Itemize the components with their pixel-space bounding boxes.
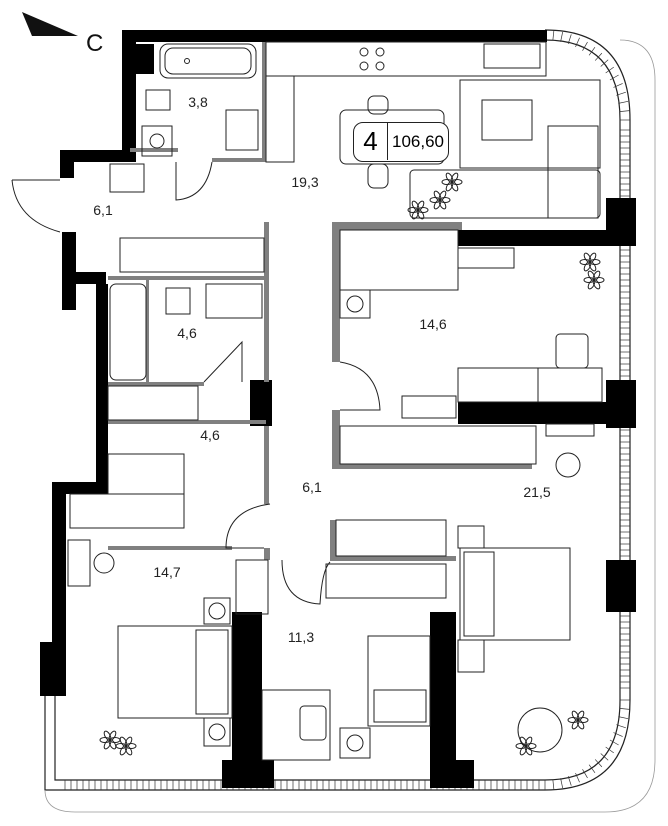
room-count: 4 bbox=[354, 123, 388, 160]
room-area-bedroom3: 14,7 bbox=[153, 564, 181, 580]
room-area-bedroom4: 11,3 bbox=[287, 629, 315, 645]
apartment-badge: 4 106,60 bbox=[353, 122, 449, 162]
room-area-bedroom2: 21,5 bbox=[523, 484, 551, 500]
plant-leaf bbox=[438, 190, 447, 201]
room-area-bath1: 3,8 bbox=[188, 94, 208, 110]
room-area-kitchen: 19,3 bbox=[291, 174, 319, 190]
room-area-corridor: 6,1 bbox=[302, 479, 322, 495]
room-area-bedroom1: 14,6 bbox=[419, 316, 447, 332]
plant-leaf bbox=[576, 710, 585, 721]
plant-leaf bbox=[450, 172, 459, 183]
room-area-hall: 6,1 bbox=[93, 202, 113, 218]
outer-walls bbox=[40, 30, 636, 788]
plant-leaf bbox=[583, 252, 592, 263]
plant-leaf bbox=[411, 200, 420, 211]
plant-leaf bbox=[119, 736, 128, 747]
plant-leaf bbox=[433, 190, 442, 201]
room-area-laundry: 4,6 bbox=[200, 427, 220, 443]
plant-leaf bbox=[445, 172, 454, 183]
plant-leaf bbox=[571, 710, 580, 721]
compass-arrow bbox=[22, 12, 78, 36]
plants bbox=[99, 172, 605, 756]
partitions bbox=[108, 42, 532, 561]
plant-leaf bbox=[124, 736, 133, 747]
plant-leaf bbox=[416, 200, 425, 211]
door-swings bbox=[11, 161, 381, 605]
plant-leaf bbox=[588, 252, 597, 263]
plant-leaf bbox=[592, 270, 601, 281]
total-area: 106,60 bbox=[392, 132, 444, 151]
compass-letter: С bbox=[86, 30, 104, 57]
furniture bbox=[67, 41, 603, 761]
plant-leaf bbox=[103, 730, 112, 741]
plant-leaf bbox=[108, 730, 117, 741]
plant-leaf bbox=[519, 736, 528, 747]
room-area-bath2: 4,6 bbox=[177, 325, 197, 341]
plant-leaf bbox=[524, 736, 533, 747]
plant-leaf bbox=[587, 270, 596, 281]
